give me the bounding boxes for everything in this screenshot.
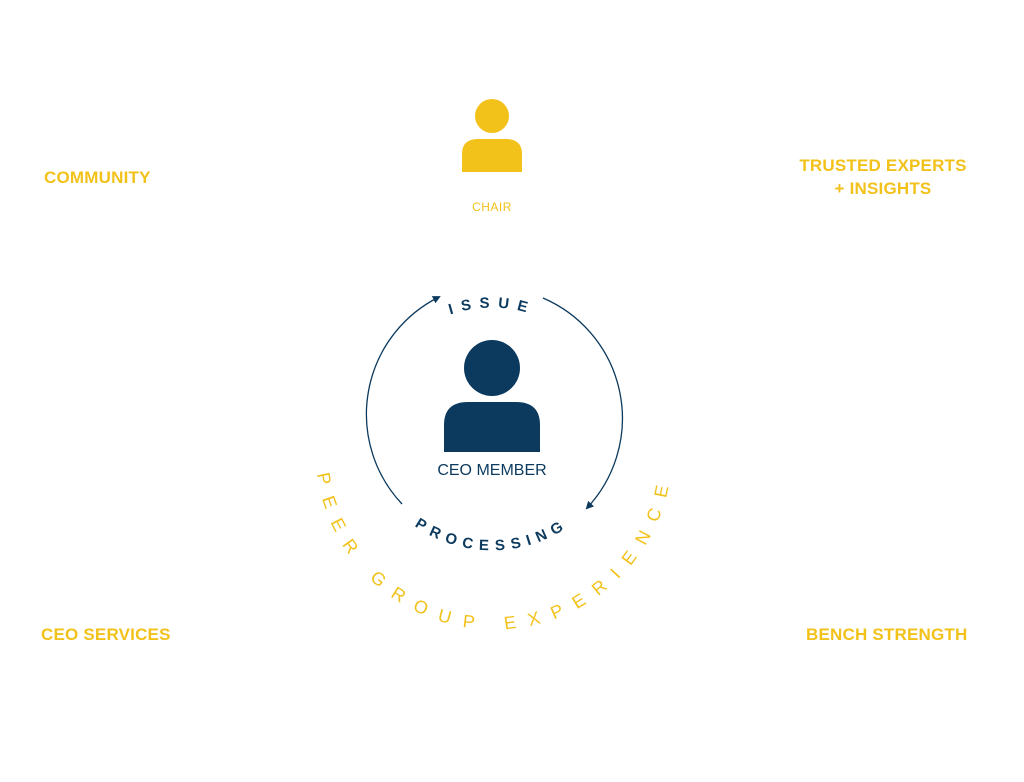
trusted-experts-label: TRUSTED EXPERTS + INSIGHTS — [790, 154, 976, 200]
ceo-member-person-icon — [444, 340, 540, 452]
trusted-experts-line2: + INSIGHTS — [834, 179, 932, 198]
left-cycle-arrow — [365, 296, 441, 505]
cycle-arrows — [365, 296, 624, 510]
ceo-services-label: CEO SERVICES — [41, 625, 171, 644]
chair-label: CHAIR — [472, 200, 512, 214]
processing-arc-text: PROCESSING — [412, 515, 572, 555]
chair-person-icon — [462, 99, 522, 172]
community-label: COMMUNITY — [44, 168, 151, 187]
ceo-member-label: CEO MEMBER — [437, 462, 547, 479]
bench-strength-label: BENCH STRENGTH — [806, 625, 968, 644]
trusted-experts-line1: TRUSTED EXPERTS — [799, 156, 967, 175]
issue-arc-text: ISSUE — [446, 295, 537, 319]
right-cycle-arrow — [542, 297, 624, 510]
